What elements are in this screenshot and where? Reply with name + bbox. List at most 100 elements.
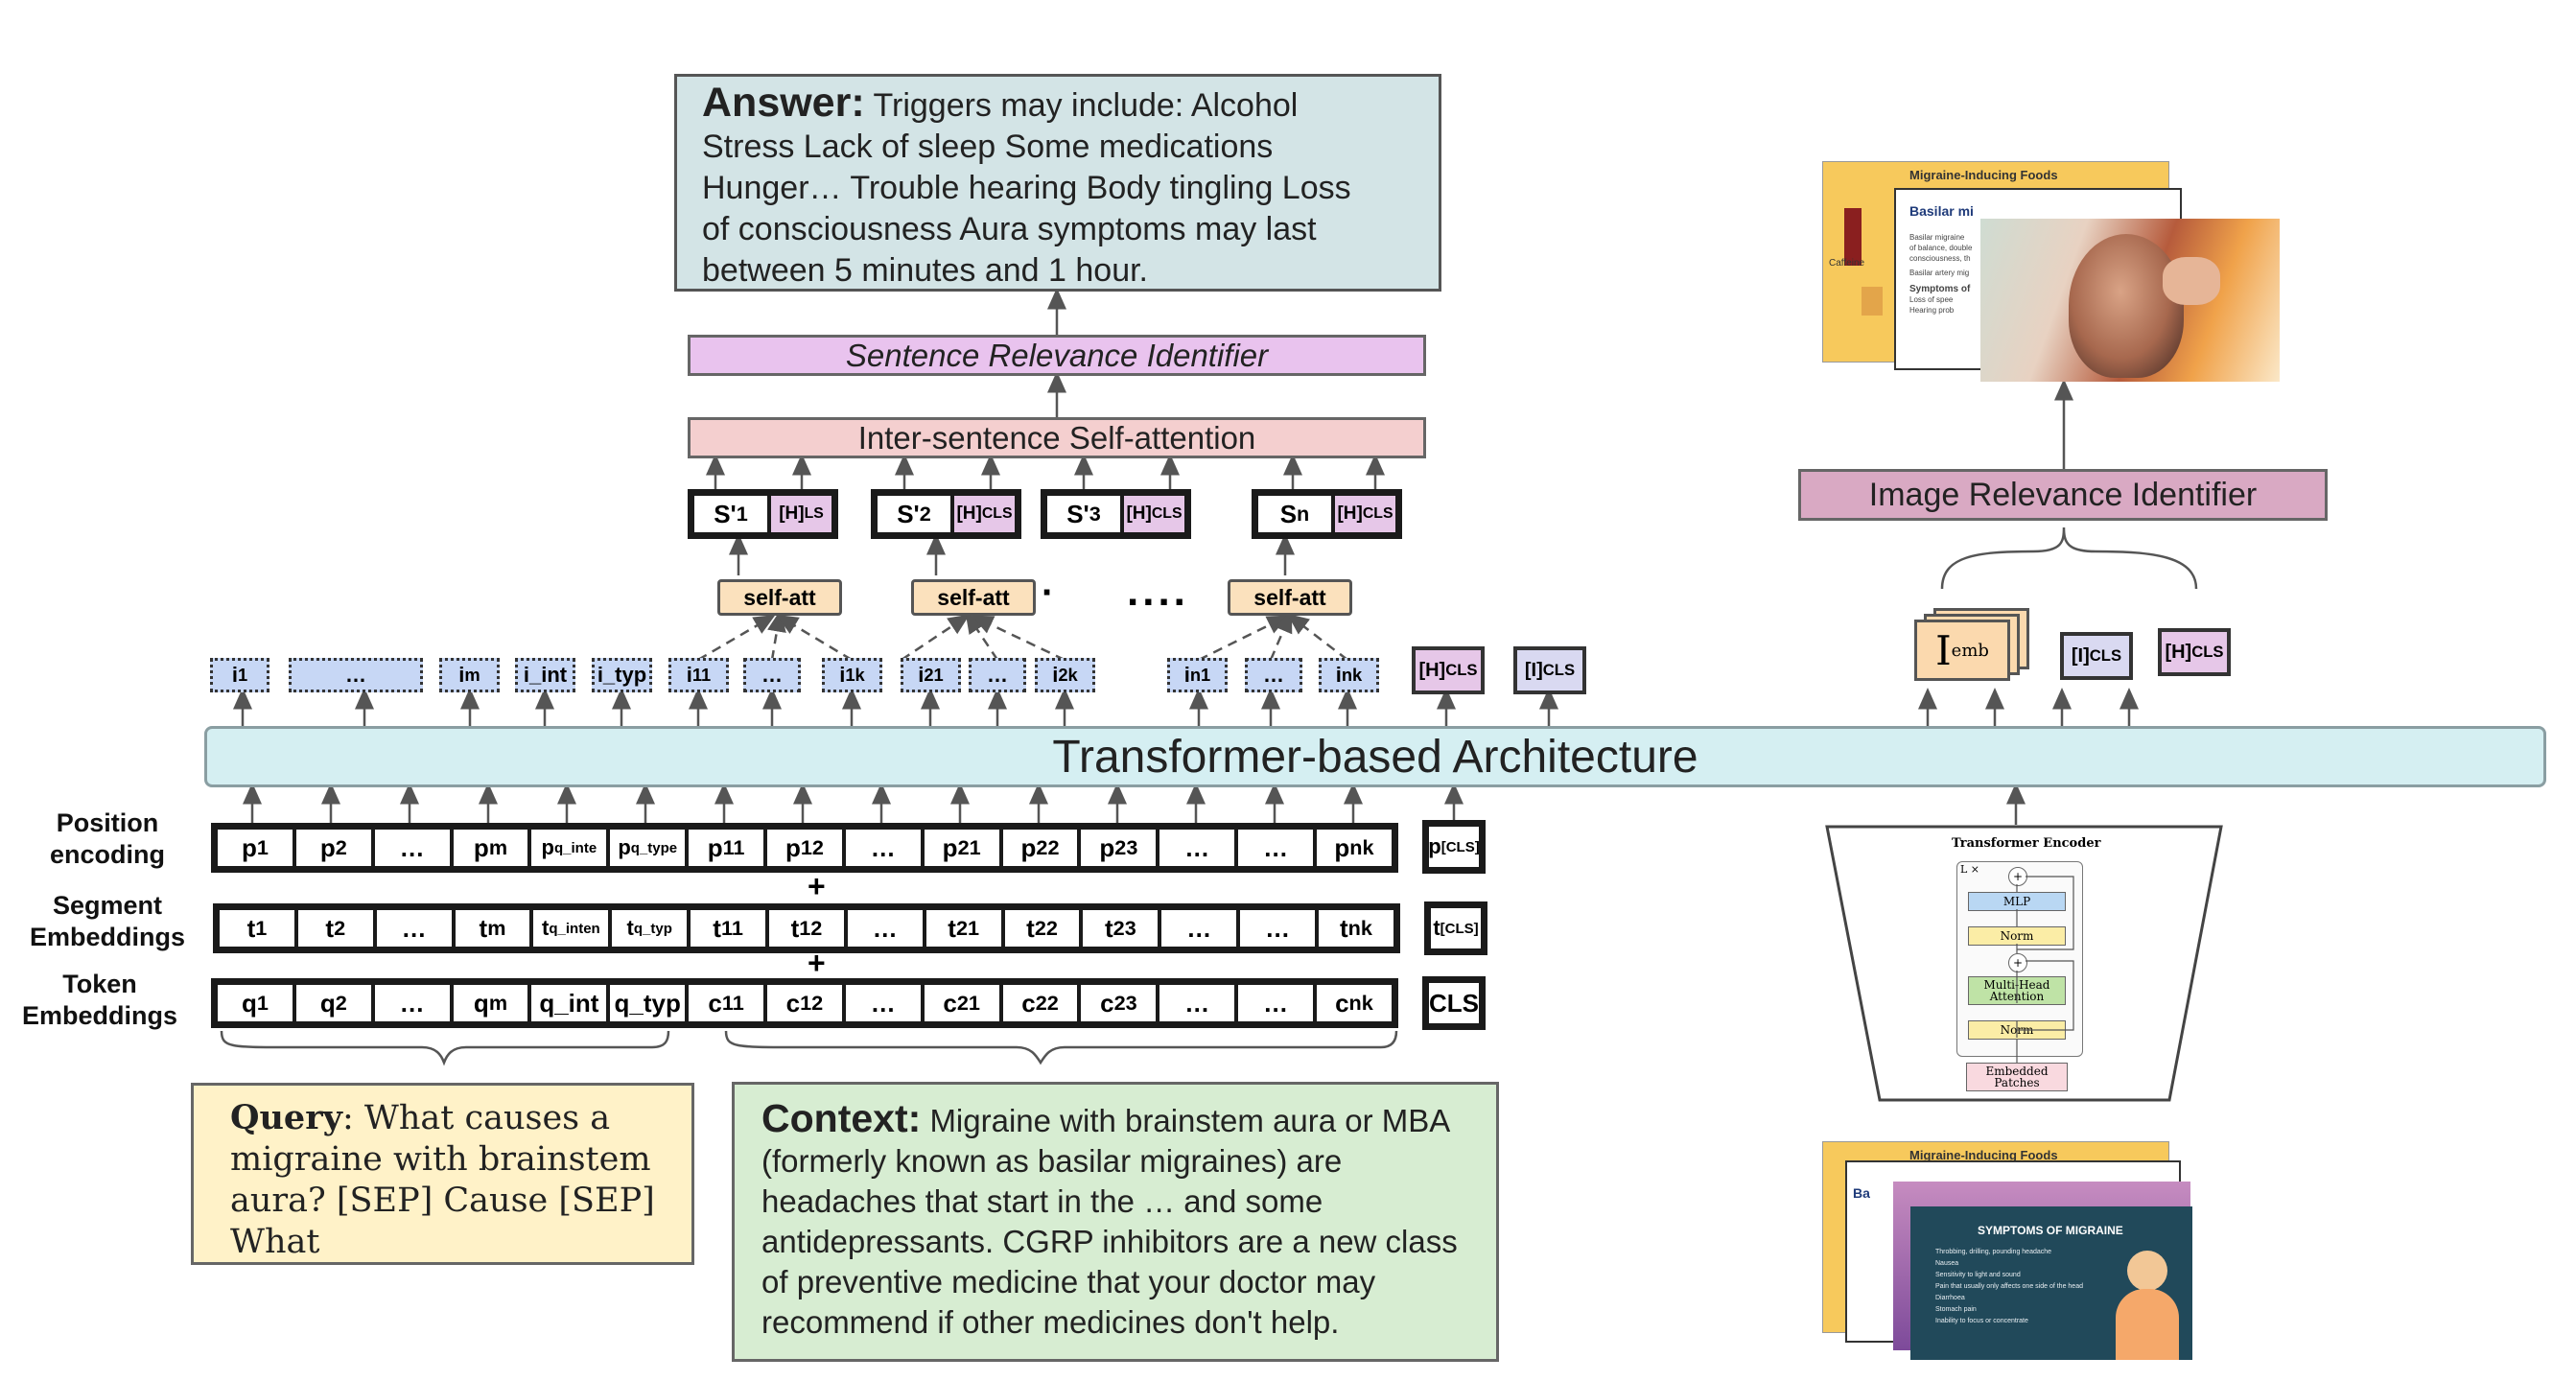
- image-side-hcls: [H]CLS: [2158, 628, 2231, 676]
- hidden-cls-label: [H]: [1337, 503, 1363, 524]
- token-cell: …: [1157, 982, 1238, 1024]
- encoder-lines: [2016, 876, 2074, 1063]
- hidden-cls-sub: CLS: [1151, 505, 1183, 522]
- hidden-token: …: [743, 658, 801, 692]
- bottle-icon: [1844, 208, 1862, 266]
- hidden-cls-sub: LS: [804, 505, 824, 522]
- sentence-block-3: S'3 [H]CLS: [1041, 489, 1191, 539]
- caffeine-label: Caffeine: [1829, 258, 1865, 269]
- hidden-token: …: [969, 658, 1026, 692]
- symptoms-list: Throbbing, drilling, pounding headache N…: [1935, 1249, 2083, 1324]
- token-cell: q_typ: [607, 982, 689, 1024]
- image-side-icls: [I]CLS: [2060, 632, 2133, 680]
- person-face-icon: [2127, 1251, 2167, 1291]
- position-cell: …: [842, 827, 924, 869]
- foods-title: Migraine-Inducing Foods: [1909, 168, 2058, 182]
- answer-box: Answer: Triggers may include: Alcohol St…: [674, 74, 1441, 292]
- image-relevance-identifier: Image Relevance Identifier: [1798, 469, 2328, 521]
- symptoms-title: SYMPTOMS OF MIGRAINE: [1978, 1224, 2123, 1237]
- self-att-n: self-att: [1228, 579, 1352, 616]
- answer-line-3: Hunger… Trouble hearing Body tingling Lo…: [702, 170, 1351, 206]
- segment-cell: …: [1159, 907, 1240, 949]
- plus-2: +: [808, 946, 826, 980]
- sentence-block-1: S'1 [H]LS: [688, 489, 838, 539]
- image-brace: [1940, 527, 2198, 590]
- sentence-sub: n: [1297, 502, 1310, 526]
- hidden-token: i_int: [515, 658, 575, 692]
- sentence-block-2: S'2 [H]CLS: [871, 489, 1021, 539]
- segment-cell: …: [844, 907, 925, 949]
- hidden-token: …: [1245, 658, 1302, 692]
- arrows: [233, 288, 2139, 825]
- image-cls-token: [I]CLS: [1513, 646, 1586, 694]
- encoder-norm-1: Norm: [1968, 926, 2066, 946]
- segment-cell: …: [1237, 907, 1319, 949]
- hidden-cls-sub: CLS: [1362, 505, 1393, 522]
- sentence-sub: 1: [736, 502, 748, 526]
- person-head-icon: [2069, 234, 2184, 378]
- hidden-cls-token: [H]CLS: [1412, 646, 1485, 694]
- inter-sentence-self-attention: Inter-sentence Self-attention: [688, 417, 1426, 458]
- position-cls-cell: p[CLS]: [1422, 820, 1486, 874]
- hidden-token: …: [289, 658, 423, 692]
- query-label: Query: [230, 1098, 342, 1137]
- hidden-cls-label: [H]: [956, 503, 982, 524]
- token-cell: q_int: [528, 982, 610, 1024]
- context-label: Context:: [761, 1096, 922, 1140]
- sentence-sub: 3: [1089, 502, 1101, 526]
- food-icon: [1862, 287, 1883, 316]
- hidden-cls-label: [H]: [1126, 503, 1152, 524]
- encoder-title: Transformer Encoder: [1952, 836, 2101, 851]
- iemb-label: I: [1935, 626, 1952, 674]
- self-att-1: self-att: [717, 579, 842, 616]
- token-cell: …: [371, 982, 453, 1024]
- bottom-image-card-symptoms: SYMPTOMS OF MIGRAINE Throbbing, drilling…: [1910, 1206, 2192, 1360]
- context-box: Context: Migraine with brainstem aura or…: [732, 1082, 1499, 1362]
- sentence-label: S': [714, 499, 737, 528]
- token-cell: …: [842, 982, 924, 1024]
- answer-line-1: Triggers may include: Alcohol: [873, 87, 1299, 124]
- hand-icon: [2163, 257, 2220, 305]
- position-cell: …: [371, 827, 453, 869]
- hidden-cls-sub: CLS: [981, 505, 1013, 522]
- sentence-label: S: [1279, 499, 1298, 528]
- token-cls-cell: CLS: [1422, 976, 1486, 1030]
- context-brace: [724, 1030, 1398, 1065]
- person-body-icon: [2116, 1289, 2179, 1360]
- hidden-cls-label: [H]: [779, 503, 805, 524]
- sentence-label: S': [897, 499, 920, 528]
- answer-line-2: Stress Lack of sleep Some medications: [702, 129, 1274, 165]
